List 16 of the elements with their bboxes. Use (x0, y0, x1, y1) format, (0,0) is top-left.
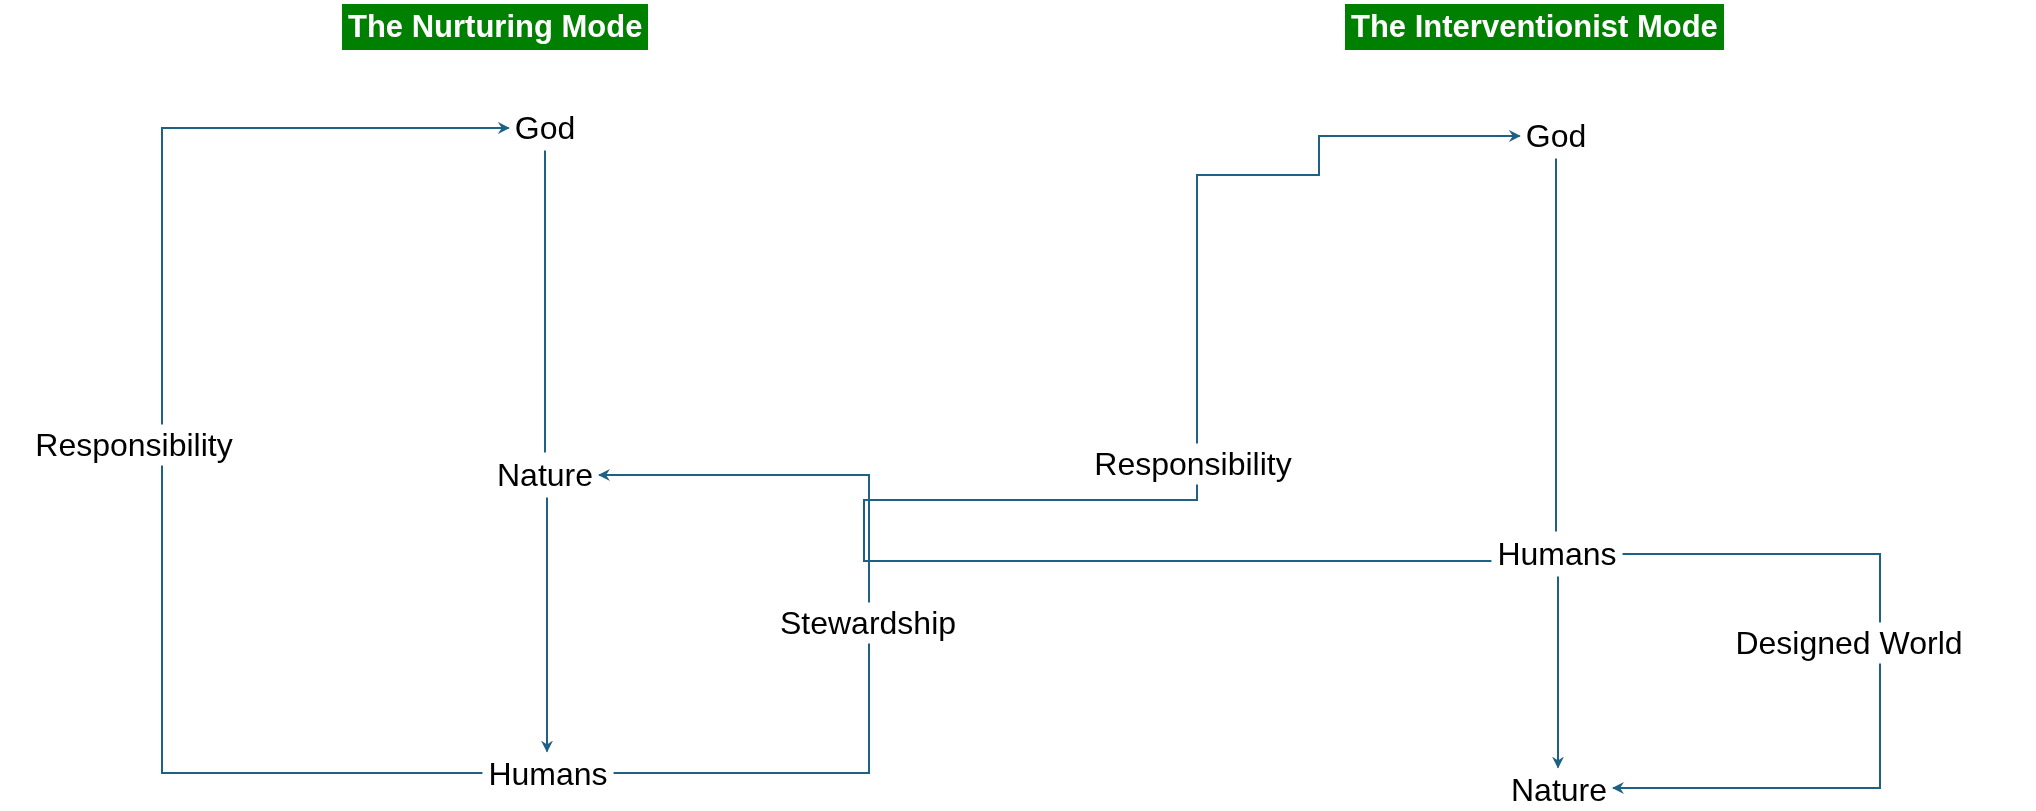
connector-line (544, 149, 546, 454)
section-heading: The Nurturing Mode (342, 4, 649, 50)
node-label: God (508, 105, 582, 151)
node-label: Nature (1505, 767, 1613, 811)
arrow (1552, 575, 1564, 769)
node-label: Humans (1491, 531, 1623, 577)
arrow (863, 130, 1521, 562)
arrow (598, 469, 870, 774)
node-label: God (1519, 113, 1593, 159)
arrow (541, 496, 553, 753)
arrow (1612, 553, 1881, 794)
section-heading: The Interventionist Mode (1345, 4, 1724, 50)
node-label: Nature (491, 452, 599, 498)
node-label: Humans (482, 751, 614, 797)
connector-line (1555, 157, 1557, 533)
arrow (161, 122, 510, 774)
